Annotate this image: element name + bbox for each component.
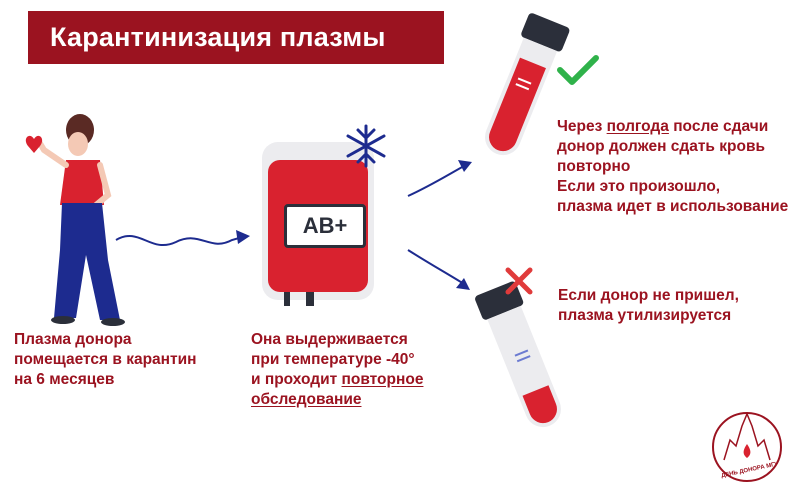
caption-line: Плазма донора: [14, 331, 132, 348]
caption-text: после сдачи: [668, 118, 769, 135]
arrow-donor-to-bag: [115, 230, 250, 247]
caption-line: плазма утилизируется: [558, 307, 732, 324]
donor-face: [68, 132, 88, 156]
tube-blood: [522, 385, 557, 424]
caption-donor-returns: Через полгода после сдачи донор должен с…: [557, 117, 802, 217]
caption-underlined: повторное: [341, 371, 424, 388]
donor-arm: [35, 137, 69, 168]
donor-trousers: [54, 203, 120, 320]
caption-line: Она выдерживается: [251, 331, 408, 348]
bag-port-right: [306, 292, 314, 306]
test-tube-low: [475, 281, 561, 428]
caption-line: плазма идет в использование: [557, 198, 789, 215]
caption-line: повторно: [557, 158, 631, 175]
caption-bag: Она выдерживается при температуре -40° и…: [251, 330, 471, 410]
caption-line: обследование: [251, 390, 471, 410]
caption-line: и проходит повторное: [251, 370, 471, 390]
caption-text: Через: [557, 118, 607, 135]
snowflake-icon: [346, 124, 386, 168]
arrow-bag-to-yes: [407, 160, 472, 197]
cross-icon: [505, 267, 533, 295]
page-title: Карантинизация плазмы: [50, 22, 386, 52]
tube-cap: [521, 13, 570, 52]
donor-shoe-right: [101, 318, 125, 326]
tube-blood: [489, 57, 546, 152]
donor-figure: [25, 114, 125, 326]
arrow-bag-to-no: [407, 249, 470, 290]
donor-arm-right: [93, 162, 112, 208]
caption-donor-absent: Если донор не пришел, плазма утилизирует…: [558, 286, 788, 326]
caption-line: Через полгода после сдачи: [557, 117, 802, 137]
title-banner: Карантинизация плазмы: [28, 11, 444, 64]
caption-line: Если донор не пришел,: [558, 287, 739, 304]
check-icon: [557, 55, 599, 85]
caption-line: при температуре -40°: [251, 351, 415, 368]
donor-shoe-left: [51, 316, 75, 324]
caption-underlined: полгода: [606, 118, 669, 135]
logo: [712, 412, 782, 482]
caption-line: Если это произошло,: [557, 178, 721, 195]
caption-line: помещается в карантин: [14, 351, 197, 368]
caption-text: и проходит: [251, 371, 342, 388]
heart-icon: [25, 135, 43, 153]
caption-line: донор должен сдать кровь: [557, 138, 766, 155]
test-tube-full: [485, 13, 570, 156]
bag-port-left: [284, 292, 290, 306]
donor-shirt: [60, 160, 104, 205]
caption-line: на 6 месяцев: [14, 371, 115, 388]
caption-underlined: обследование: [251, 391, 362, 408]
caption-donor: Плазма донора помещается в карантин на 6…: [14, 330, 234, 390]
bag-blood-type-label: AB+: [284, 204, 366, 248]
